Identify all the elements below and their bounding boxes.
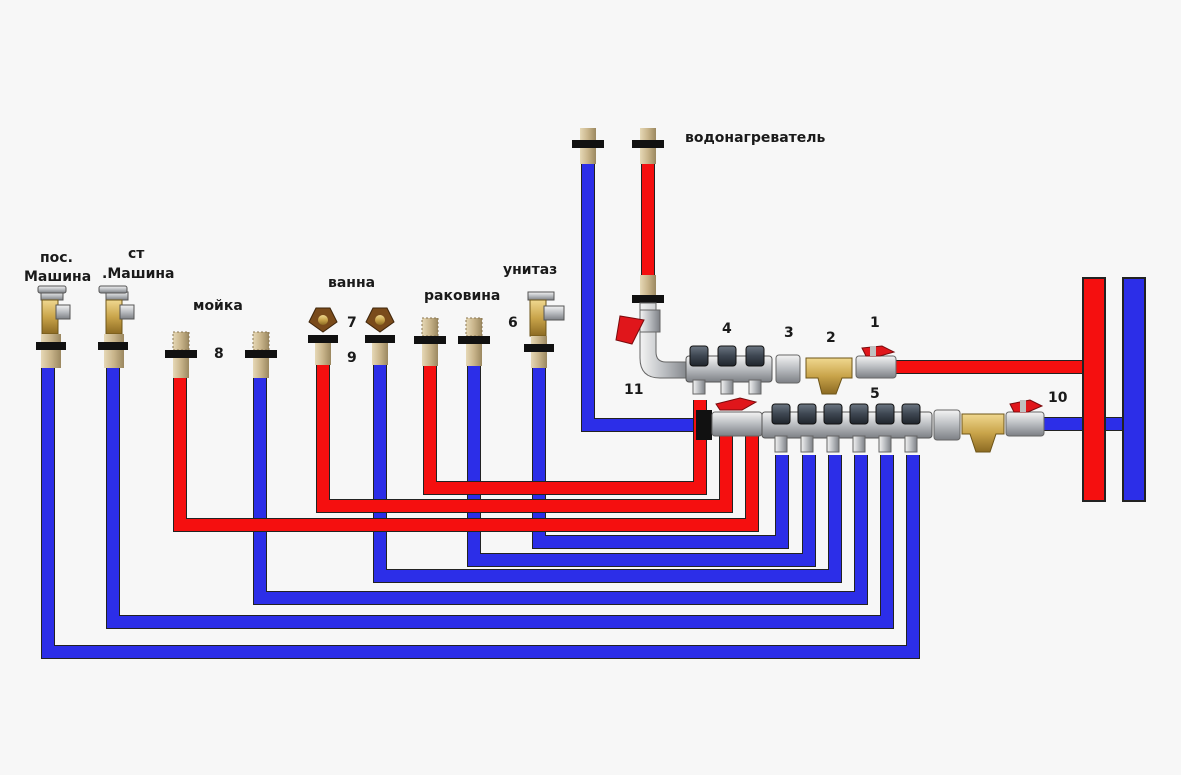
label-st-mashina-line2: .Машина	[102, 266, 175, 282]
cold-pipe-vanna	[374, 365, 841, 582]
hot-pipe-moyka	[174, 372, 758, 531]
valve-handle-hot	[861, 345, 896, 357]
label-rakovina: раковина	[424, 288, 500, 304]
hot-riser	[1082, 277, 1106, 502]
number-8: 8	[214, 346, 224, 362]
fitting-rakovina-hot	[414, 317, 446, 366]
fitting-rakovina-cold	[458, 317, 490, 366]
fitting-vodonagrevatel-cold	[572, 128, 604, 164]
number-2: 2	[826, 330, 836, 346]
number-9: 9	[347, 350, 357, 366]
label-pos-mashina-line1: пос.	[40, 250, 73, 266]
hot-pipe-rakovina	[424, 365, 706, 494]
number-4: 4	[722, 321, 732, 337]
hot-water-pipes	[173, 160, 1092, 532]
valve-handle-heater	[615, 315, 645, 345]
label-vanna: ванна	[328, 275, 375, 291]
fixture-labels: пос. Машина ст .Машина мойка ванна раков…	[24, 130, 826, 314]
label-st-mashina-line1: ст	[128, 246, 145, 262]
ball-valve-cold	[1005, 411, 1045, 437]
fixture-fittings	[36, 128, 664, 378]
fitting-vodonagrevatel-hot	[632, 128, 664, 303]
cold-pipe-rakovina	[468, 365, 815, 566]
cold-riser	[1122, 277, 1146, 502]
number-7: 7	[347, 315, 357, 331]
cold-manifold-assembly	[696, 397, 1045, 453]
cold-pipe-vodonagrevatel	[582, 160, 700, 431]
valve-vanna-hot	[308, 307, 338, 365]
number-11: 11	[624, 382, 643, 398]
risers	[1082, 277, 1146, 502]
cold-water-pipes	[41, 160, 1133, 659]
ball-valve-hot	[855, 355, 897, 379]
cold-pipe-st-mashina	[107, 365, 893, 628]
angle-valve-st-mashina	[98, 285, 135, 368]
valve-vanna-cold	[365, 307, 395, 365]
union-fitting-cold	[933, 409, 961, 441]
fitting-moyka-cold	[245, 331, 277, 378]
cold-pipe-pos-mashina	[42, 365, 919, 658]
number-1: 1	[870, 315, 880, 331]
number-3: 3	[784, 325, 794, 341]
union-fitting-hot	[775, 354, 801, 384]
cold-pipe-unitaz	[533, 365, 788, 548]
label-unitaz: унитаз	[503, 262, 557, 278]
strainer-cold	[961, 413, 1005, 453]
label-moyka: мойка	[193, 298, 243, 314]
label-pos-mashina-line2: Машина	[24, 269, 91, 285]
cold-pipe-moyka	[254, 372, 867, 604]
hot-manifold-assembly	[615, 302, 897, 395]
number-5: 5	[870, 386, 880, 402]
valve-handle-cold-inlet	[715, 397, 758, 411]
angle-valve-unitaz	[524, 291, 565, 368]
number-6: 6	[508, 315, 518, 331]
label-vodonagrevatel: водонагреватель	[685, 130, 826, 146]
component-numbers: 1 2 3 4 5 6 7 8 9 10 11	[214, 315, 1068, 406]
hot-pipe-vanna	[317, 365, 732, 512]
strainer-hot	[805, 357, 853, 395]
number-10: 10	[1048, 390, 1068, 406]
fitting-moyka-hot	[165, 331, 197, 378]
angle-valve-pos-mashina	[36, 285, 71, 368]
